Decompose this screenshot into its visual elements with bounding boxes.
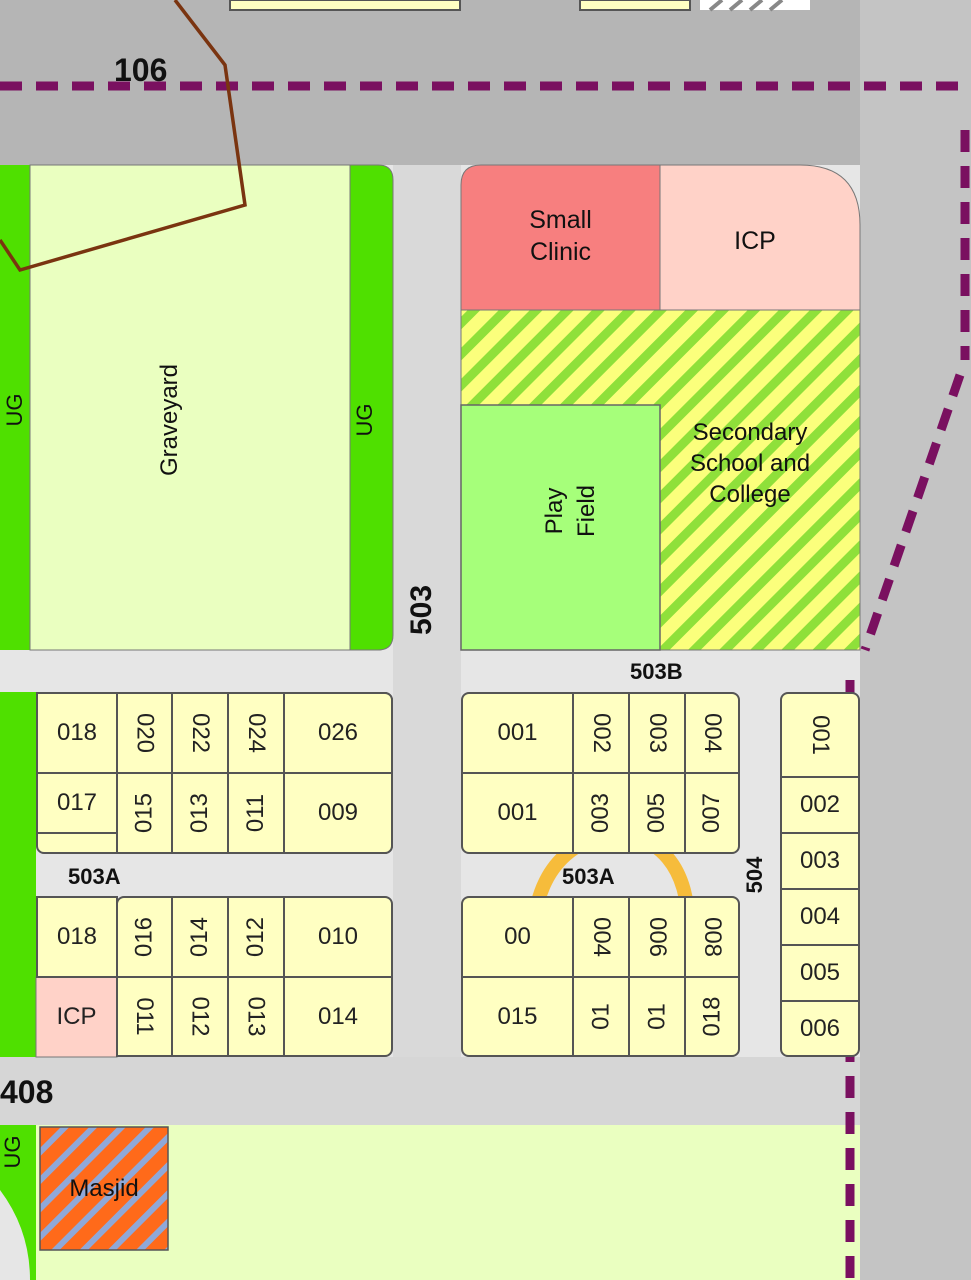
plot-label: 004 [699, 712, 726, 754]
play-field-label-2: Field [573, 484, 600, 538]
plot-label: 007 [698, 792, 725, 834]
green-belt-mid [349, 164, 394, 651]
plot-label: 015 [497, 1002, 538, 1030]
plot-right-lower-r2-1[interactable]: 015 [461, 976, 574, 1057]
plot-left-upper-r1-1[interactable]: 018 [36, 692, 118, 774]
plot-far-right-4[interactable]: 004 [780, 888, 860, 946]
plot-right-upper-r2-4[interactable]: 007 [684, 772, 740, 854]
road-label-503b: 503B [630, 659, 683, 684]
road-label-503a-left: 503A [68, 864, 121, 889]
green-belt-left-lower [0, 692, 36, 1057]
plot-left-upper-r2-5[interactable]: 009 [283, 772, 393, 854]
road-503 [393, 165, 461, 1057]
plot-label: 017 [56, 789, 98, 816]
school-label-3: College [709, 481, 791, 508]
plot-left-lower-r2-1[interactable]: 011 [116, 976, 173, 1057]
plot-far-right-5[interactable]: 005 [780, 944, 860, 1002]
plot-right-lower-r1-2[interactable]: 004 [572, 896, 630, 978]
plot-left-lower-r1-1[interactable]: 018 [36, 896, 118, 978]
plot-left-upper-r2-4[interactable]: 011 [227, 772, 285, 854]
plot-left-lower-r1-3[interactable]: 014 [171, 896, 229, 978]
plot-label: 004 [799, 903, 841, 930]
icp-bottom-label: ICP [56, 1003, 97, 1030]
plot-right-lower-r2-2[interactable]: 01 [572, 976, 630, 1057]
plot-label: 006 [799, 1014, 841, 1042]
plot-label: 001 [807, 714, 834, 756]
road-label-408: 408 [0, 1074, 54, 1110]
plot-left-upper-r2-3[interactable]: 013 [171, 772, 229, 854]
plot-label: 005 [799, 959, 841, 986]
plot-label: 018 [698, 996, 725, 1037]
road-408 [0, 1057, 860, 1125]
road-106 [0, 0, 860, 165]
top-plots-strip-2 [579, 0, 691, 11]
plot-label: 003 [799, 847, 841, 874]
plot-label: 00 [504, 923, 531, 950]
plot-label: 008 [699, 916, 726, 958]
road-label-106: 106 [114, 52, 168, 88]
river-line [0, 0, 247, 273]
plot-left-upper-r1-5[interactable]: 026 [283, 692, 393, 774]
ug-bottom-label: UG [0, 1135, 26, 1169]
plot-left-upper-r2-2[interactable]: 015 [116, 772, 173, 854]
plot-label: 002 [799, 791, 841, 818]
plot-far-right-2[interactable]: 002 [780, 776, 860, 834]
road-label-504: 504 [742, 856, 767, 894]
plot-right-upper-r1-4[interactable]: 004 [684, 692, 740, 774]
plot-right-upper-r1-1[interactable]: 001 [461, 692, 574, 774]
plot-label: 001 [497, 799, 538, 826]
ug-left-label: UG [2, 393, 28, 427]
plot-left-upper-r1-3[interactable]: 022 [171, 692, 229, 774]
plot-label: 010 [317, 923, 359, 950]
plot-left-lower-r2-3[interactable]: 013 [227, 976, 285, 1057]
curve-road [0, 1190, 30, 1280]
plot-label: 018 [56, 719, 98, 746]
ug-mid-label: UG [352, 403, 378, 437]
plot-right-lower-r1-1[interactable]: 00 [461, 896, 574, 978]
plot-left-lower-r1-5[interactable]: 010 [283, 896, 393, 978]
plot-label: 009 [317, 799, 359, 826]
plot-left-lower-r1-4[interactable]: 012 [227, 896, 285, 978]
plot-right-upper-r2-1[interactable]: 001 [461, 772, 574, 854]
road-east [860, 0, 971, 1280]
road-label-503a-right: 503A [562, 864, 615, 889]
play-field-area [460, 404, 661, 651]
top-plots-strip [229, 0, 461, 11]
graveyard-area [29, 164, 351, 651]
plot-label: 014 [317, 1002, 359, 1030]
plot-far-right-3[interactable]: 003 [780, 832, 860, 890]
plot-far-right-1[interactable]: 001 [780, 692, 860, 778]
icp-bottom-area [35, 976, 118, 1058]
plot-label: 026 [317, 719, 359, 746]
icp-top-label: ICP [734, 227, 776, 256]
plot-left-upper-r1-4[interactable]: 024 [227, 692, 285, 774]
school-label-1: Secondary [692, 419, 808, 446]
masjid-area [39, 1126, 169, 1251]
plot-right-lower-r2-4[interactable]: 018 [684, 976, 740, 1057]
plot-left-lower-r2-4[interactable]: 014 [283, 976, 393, 1057]
zebra-crossing [700, 0, 810, 12]
plot-label: 001 [497, 719, 538, 746]
graveyard-label: Graveyard [156, 363, 183, 477]
plot-far-right-6[interactable]: 006 [780, 1000, 860, 1057]
plot-right-lower-r1-4[interactable]: 008 [684, 896, 740, 978]
small-clinic-label-2: Clinic [529, 238, 592, 267]
play-field-label-1: Play [541, 487, 568, 535]
plot-label: 018 [56, 923, 98, 950]
school-label-2: School and [689, 450, 811, 477]
road-label-503: 503 [405, 584, 438, 636]
masjid-label: Masjid [69, 1175, 139, 1202]
plot-left-lower-r2-2[interactable]: 012 [171, 976, 229, 1057]
small-clinic-label-1: Small [529, 206, 592, 235]
plot-right-upper-r2-2[interactable]: 003 [572, 772, 630, 854]
icp-top-area [659, 164, 861, 311]
